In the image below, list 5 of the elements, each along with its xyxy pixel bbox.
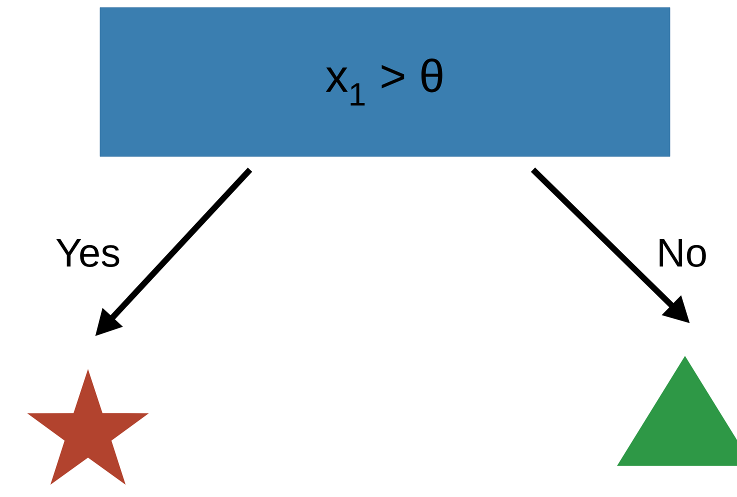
edge-label: Yes xyxy=(56,239,120,267)
star-shape xyxy=(27,369,149,485)
condition-box: x$_{1}$ > θ xyxy=(100,7,670,157)
edge-label: No xyxy=(660,239,706,267)
triangle-shape xyxy=(617,356,737,466)
